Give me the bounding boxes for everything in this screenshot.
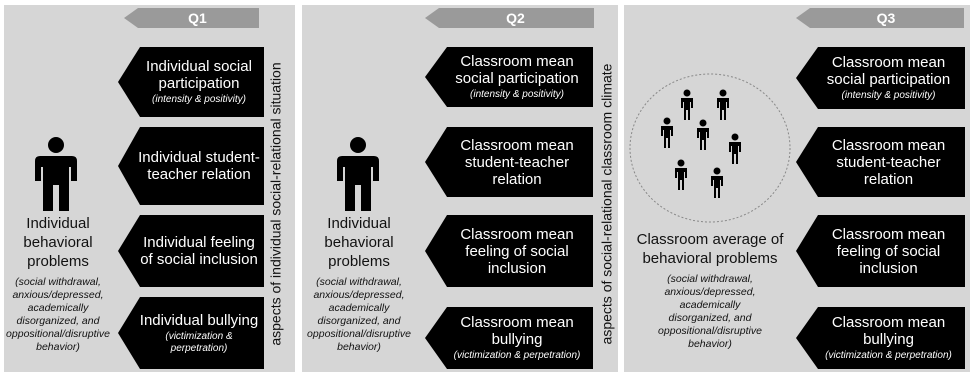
outcome-subtitle: (intensity & positivity)	[841, 90, 936, 101]
outcome-box-bullying: Individual bullying (victimization & per…	[118, 297, 264, 369]
outcome-title: Classroom mean bullying	[460, 314, 574, 348]
outcome-title: Classroom mean student-teacher relation	[460, 136, 574, 188]
outcome-title: Classroom mean student-teacher relation	[831, 136, 946, 188]
outcome-box-social-inclusion: Classroom mean feeling of social inclusi…	[425, 215, 593, 287]
behavioral-problems-title: Classroom average of behavioral problems	[636, 231, 784, 267]
outcome-title: Classroom mean feeling of social inclusi…	[460, 225, 574, 277]
outcome-box-social-inclusion: Individual feeling of social inclusion	[118, 215, 264, 287]
outcome-subtitle: (intensity & positivity)	[152, 94, 246, 105]
box-arrow-shape	[796, 127, 965, 197]
behavioral-problems-subtitle: (social withdrawal, anxious/depressed, a…	[658, 273, 762, 350]
question-tag-label: Q2	[506, 10, 525, 26]
behavioral-problems-title: Individual behavioral problems	[324, 215, 394, 270]
tag-arrow-shape	[124, 8, 259, 28]
box-arrow-shape	[425, 47, 593, 107]
question-tag-label: Q3	[876, 10, 896, 26]
question-tag-q1: Q1	[124, 8, 259, 28]
tag-arrow-shape	[796, 8, 964, 28]
behavioral-problems-label: Individual behavioral problems (social w…	[305, 214, 413, 354]
person-icon	[35, 137, 77, 211]
outcome-title: Classroom mean social participation	[455, 53, 579, 87]
outcome-title: Individual student-teacher relation	[138, 149, 260, 183]
behavioral-problems-subtitle: (social withdrawal, anxious/depressed, a…	[6, 276, 110, 353]
box-arrow-shape	[118, 127, 264, 205]
outcome-box-social-participation: Classroom mean social participation (int…	[425, 47, 593, 107]
outcome-box-bullying: Classroom mean bullying (victimization &…	[796, 307, 965, 369]
box-arrow-shape	[425, 215, 593, 287]
outcome-subtitle: (victimization & perpetration)	[165, 330, 233, 354]
behavioral-problems-title: Individual behavioral problems	[23, 215, 93, 270]
outcome-box-student-teacher-relation: Classroom mean student-teacher relation	[796, 127, 965, 197]
question-tag-q2: Q2	[425, 8, 594, 28]
classroom-behavioral-problems-label: Classroom average of behavioral problems…	[628, 230, 792, 351]
vertical-axis-label: aspects of individual social-relational …	[268, 62, 284, 346]
outcome-subtitle: (victimization & perpetration)	[825, 350, 952, 361]
behavioral-problems-label: Individual behavioral problems (social w…	[6, 214, 110, 354]
outcome-box-student-teacher-relation: Individual student-teacher relation	[118, 127, 264, 205]
outcome-box-social-participation: Individual social participation (intensi…	[118, 47, 264, 117]
outcome-box-student-teacher-relation: Classroom mean student-teacher relation	[425, 127, 593, 197]
question-tag-q3: Q3	[796, 8, 964, 28]
outcome-box-bullying: Classroom mean bullying (victimization &…	[425, 307, 593, 369]
box-arrow-shape	[118, 297, 264, 369]
outcome-box-social-inclusion: Classroom mean feeling of social inclusi…	[796, 215, 965, 287]
box-arrow-shape	[796, 215, 965, 287]
box-arrow-shape	[796, 307, 965, 369]
outcome-title: Classroom mean bullying	[831, 314, 946, 348]
outcome-title: Individual feeling of social inclusion	[140, 234, 258, 268]
box-arrow-shape	[425, 307, 593, 369]
question-tag-label: Q1	[188, 10, 207, 26]
outcome-subtitle: (victimization & perpetration)	[453, 350, 581, 361]
behavioral-problems-subtitle: (social withdrawal, anxious/depressed, a…	[307, 276, 411, 353]
vertical-axis-label: aspects of social-relational classroom c…	[598, 63, 615, 345]
outcome-box-social-participation: Classroom mean social participation (int…	[796, 47, 965, 109]
tag-arrow-shape	[425, 8, 594, 28]
box-arrow-shape	[118, 47, 264, 117]
box-arrow-shape	[118, 215, 264, 287]
box-arrow-shape	[796, 47, 965, 109]
outcome-title: Individual social participation	[146, 58, 252, 92]
classroom-group-icon	[629, 73, 791, 223]
outcome-title: Classroom mean social participation	[826, 54, 951, 88]
outcome-title: Individual bullying	[139, 311, 259, 329]
box-arrow-shape	[425, 127, 593, 197]
outcome-title: Classroom mean feeling of social inclusi…	[831, 225, 946, 277]
outcome-subtitle: (intensity & positivity)	[470, 89, 564, 100]
person-icon	[337, 137, 379, 211]
